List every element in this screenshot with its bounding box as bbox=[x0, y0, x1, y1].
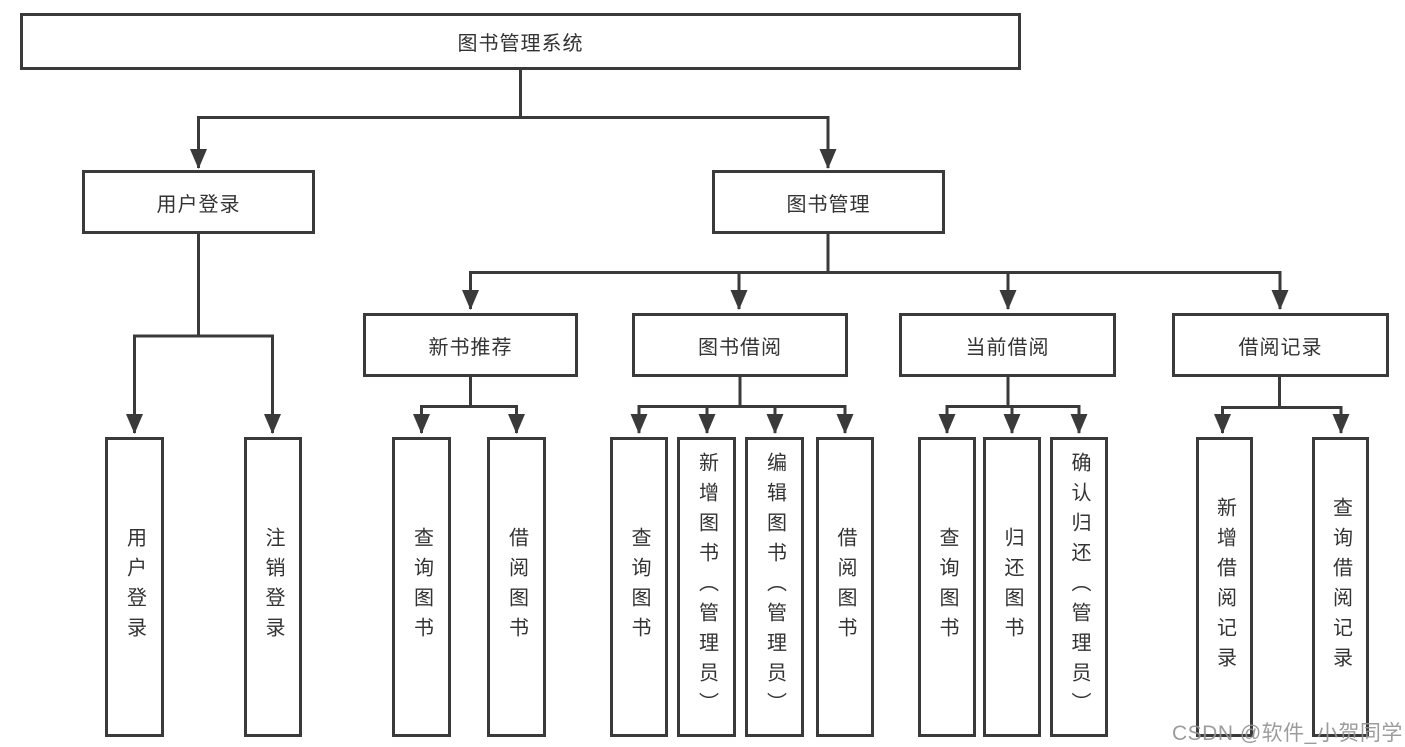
leaf-return-books: 归还图书 bbox=[983, 437, 1041, 737]
leaf-confirm-return-admin: 确认归还（管理员） bbox=[1050, 437, 1108, 737]
leaf-query-books-borrowing: 查询图书 bbox=[610, 437, 668, 737]
leaf-borrow-books: 借阅图书 bbox=[816, 437, 874, 737]
node-new-book-recommend: 新书推荐 bbox=[363, 313, 578, 377]
leaf-user-login: 用户登录 bbox=[105, 437, 164, 737]
leaf-query-books-recommend: 查询图书 bbox=[392, 437, 451, 737]
node-borrowing-records: 借阅记录 bbox=[1172, 313, 1389, 377]
leaf-add-books-admin: 新增图书（管理员） bbox=[677, 437, 736, 737]
node-book-management: 图书管理 bbox=[712, 170, 945, 234]
leaf-query-borrow-record: 查询借阅记录 bbox=[1312, 437, 1369, 737]
leaf-edit-books-admin: 编辑图书（管理员） bbox=[745, 437, 804, 737]
leaf-query-books-current: 查询图书 bbox=[918, 437, 976, 737]
leaf-add-borrow-record: 新增借阅记录 bbox=[1196, 437, 1253, 737]
leaf-logout: 注销登录 bbox=[244, 437, 302, 737]
leaf-borrow-books-recommend: 借阅图书 bbox=[487, 437, 546, 737]
csdn-watermark: CSDN @软件_小贺同学 bbox=[1172, 722, 1403, 745]
node-book-borrowing: 图书借阅 bbox=[632, 313, 848, 377]
node-user-login: 用户登录 bbox=[82, 170, 315, 234]
node-current-borrowing: 当前借阅 bbox=[899, 313, 1116, 377]
node-library-management-system: 图书管理系统 bbox=[20, 13, 1021, 70]
